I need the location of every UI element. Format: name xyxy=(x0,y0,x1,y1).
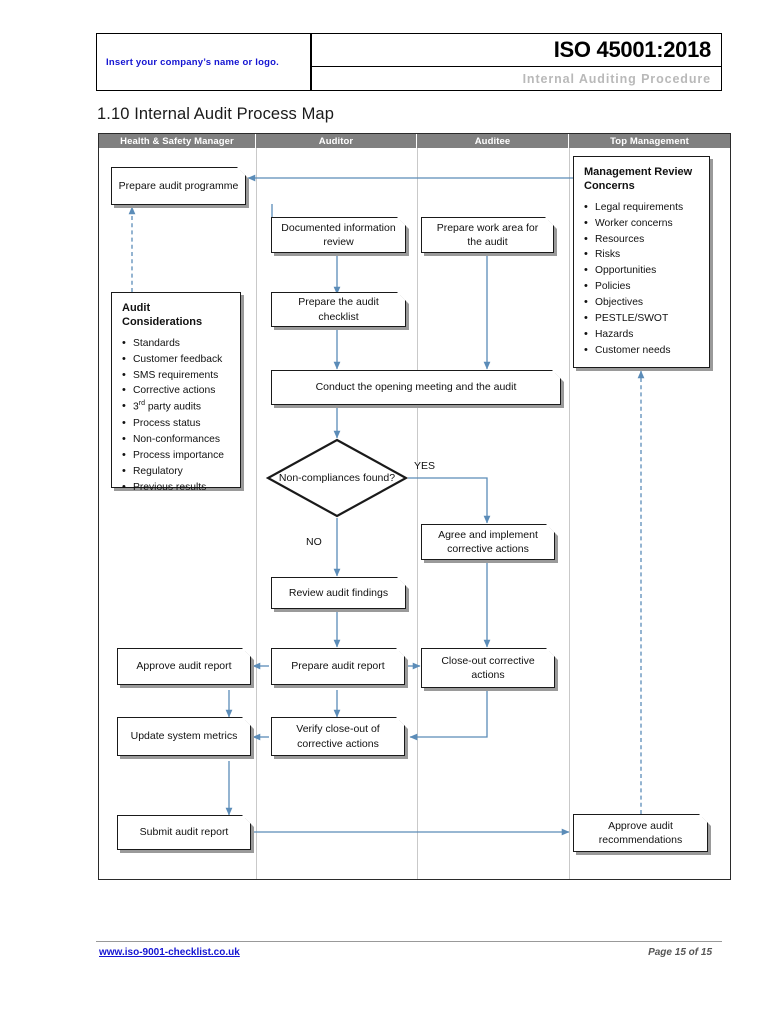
standard-title-row: ISO 45001:2018 xyxy=(312,34,721,67)
page-title: 1.10 Internal Audit Process Map xyxy=(97,105,334,123)
document-subtitle-row: Internal Auditing Procedure xyxy=(312,67,721,90)
management-review-list: Legal requirements Worker concerns Resou… xyxy=(584,199,700,360)
note-title: Audit Considerations xyxy=(122,302,203,329)
list-item: Customer feedback xyxy=(122,351,231,368)
swimlane-label: Health & Safety Manager xyxy=(120,135,234,147)
node-verify-close-out[interactable]: Verify close-out of corrective actions xyxy=(271,717,405,756)
list-item: Worker concerns xyxy=(584,215,700,232)
node-label: Review audit findings xyxy=(288,586,389,599)
node-agree-implement-corrective-actions[interactable]: Agree and implement corrective actions xyxy=(421,524,555,560)
list-item: Corrective actions xyxy=(122,382,231,399)
branch-label-no: NO xyxy=(306,536,322,548)
node-label: Prepare the audit checklist xyxy=(298,296,379,323)
node-label: Approve audit recommendations xyxy=(598,819,683,846)
node-approve-audit-report[interactable]: Approve audit report xyxy=(117,648,251,685)
node-label: Approve audit report xyxy=(136,660,232,673)
list-item: Non-conformances xyxy=(122,431,231,448)
header-title-cell: ISO 45001:2018 Internal Auditing Procedu… xyxy=(312,34,721,90)
company-logo-placeholder: Insert your company’s name or logo. xyxy=(106,56,279,68)
node-label: Conduct the opening meeting and the audi… xyxy=(315,381,517,394)
document-subtitle: Internal Auditing Procedure xyxy=(522,71,711,86)
swimlane-divider xyxy=(417,148,418,879)
node-prepare-audit-programme[interactable]: Prepare audit programme xyxy=(111,167,246,205)
note-title: Management Review Concerns xyxy=(584,165,700,194)
node-prepare-audit-checklist[interactable]: Prepare the audit checklist xyxy=(271,292,406,327)
swimlane-header-auditor: Auditor xyxy=(256,134,417,148)
branch-label-yes: YES xyxy=(414,460,436,472)
list-item: Opportunities xyxy=(584,262,700,279)
swimlane-header-row: Health & Safety Manager Auditor Auditee … xyxy=(99,134,730,148)
connector-layer xyxy=(128,174,645,836)
swimlane-label: Auditee xyxy=(474,135,511,147)
list-item: Resources xyxy=(584,231,700,248)
company-logo-cell: Insert your company’s name or logo. xyxy=(97,34,312,90)
swimlane-divider xyxy=(256,148,257,879)
list-item: SMS requirements xyxy=(122,367,231,384)
list-item: Risks xyxy=(584,246,700,263)
swimlane-divider xyxy=(569,148,570,879)
list-item: Policies xyxy=(584,278,700,295)
node-label: Update system metrics xyxy=(130,730,238,743)
audit-considerations-list: Standards Customer feedback SMS requirem… xyxy=(122,335,231,496)
document-header: Insert your company’s name or logo. ISO … xyxy=(96,33,722,91)
list-item: Hazards xyxy=(584,326,700,343)
node-label: Close-out corrective actions xyxy=(441,654,535,681)
node-prepare-work-area[interactable]: Prepare work area for the audit xyxy=(421,217,554,253)
list-item: Previous results xyxy=(122,479,231,496)
node-review-audit-findings[interactable]: Review audit findings xyxy=(271,577,406,609)
swimlane-label: Auditor xyxy=(318,135,354,147)
decision-non-compliances-found[interactable]: Non-compliances found? xyxy=(266,438,408,518)
note-audit-considerations: Audit Considerations Standards Customer … xyxy=(111,292,241,496)
ordinal-base: 3 xyxy=(133,401,139,413)
list-item: Regulatory xyxy=(122,463,231,480)
node-prepare-audit-report[interactable]: Prepare audit report xyxy=(271,648,405,685)
process-map-container: Health & Safety Manager Auditor Auditee … xyxy=(98,133,731,880)
node-approve-audit-recommendations[interactable]: Approve audit recommendations xyxy=(573,814,708,852)
swimlane-label: Top Management xyxy=(610,135,689,147)
node-documented-information-review[interactable]: Documented information review xyxy=(271,217,406,253)
node-label: Agree and implement corrective actions xyxy=(438,528,538,555)
diamond-shape xyxy=(266,438,408,518)
footer-divider xyxy=(96,941,722,942)
node-label: Verify close-out of corrective actions xyxy=(296,723,380,750)
node-submit-audit-report[interactable]: Submit audit report xyxy=(117,815,251,850)
note-management-review-concerns: Management Review Concerns Legal require… xyxy=(573,156,710,368)
standard-title: ISO 45001:2018 xyxy=(553,37,712,62)
node-label: Submit audit report xyxy=(139,826,229,839)
node-label: Documented information review xyxy=(281,221,396,248)
note-title-line2: Concerns xyxy=(584,180,635,193)
swimlane-header-health-safety-manager: Health & Safety Manager xyxy=(99,134,256,148)
swimlane-header-top-management: Top Management xyxy=(569,134,730,148)
list-item: Legal requirements xyxy=(584,199,700,216)
ordinal-suffix: rd xyxy=(138,400,145,408)
node-label: Prepare audit report xyxy=(291,660,385,673)
footer-page-number: Page 15 of 15 xyxy=(648,947,712,958)
ordinal-rest: party audits xyxy=(144,401,202,413)
node-close-out-corrective-actions[interactable]: Close-out corrective actions xyxy=(421,648,555,688)
note-title-line1: Management Review xyxy=(584,166,693,178)
list-item: Customer needs xyxy=(584,342,700,359)
node-label: Prepare audit programme xyxy=(118,179,239,192)
list-item: Process importance xyxy=(122,447,231,464)
list-item: Process status xyxy=(122,415,231,432)
swimlane-header-auditee: Auditee xyxy=(417,134,569,148)
node-update-system-metrics[interactable]: Update system metrics xyxy=(117,717,251,756)
footer-website-link[interactable]: www.iso-9001-checklist.co.uk xyxy=(99,947,240,958)
list-item: Standards xyxy=(122,335,231,352)
node-label: Prepare work area for the audit xyxy=(436,221,539,248)
node-conduct-opening-meeting[interactable]: Conduct the opening meeting and the audi… xyxy=(271,370,561,405)
list-item: Objectives xyxy=(584,294,700,311)
decision-label: Non-compliances found? xyxy=(278,471,396,484)
list-item: PESTLE/SWOT xyxy=(584,310,700,327)
list-item: 3rd party audits xyxy=(122,398,231,415)
